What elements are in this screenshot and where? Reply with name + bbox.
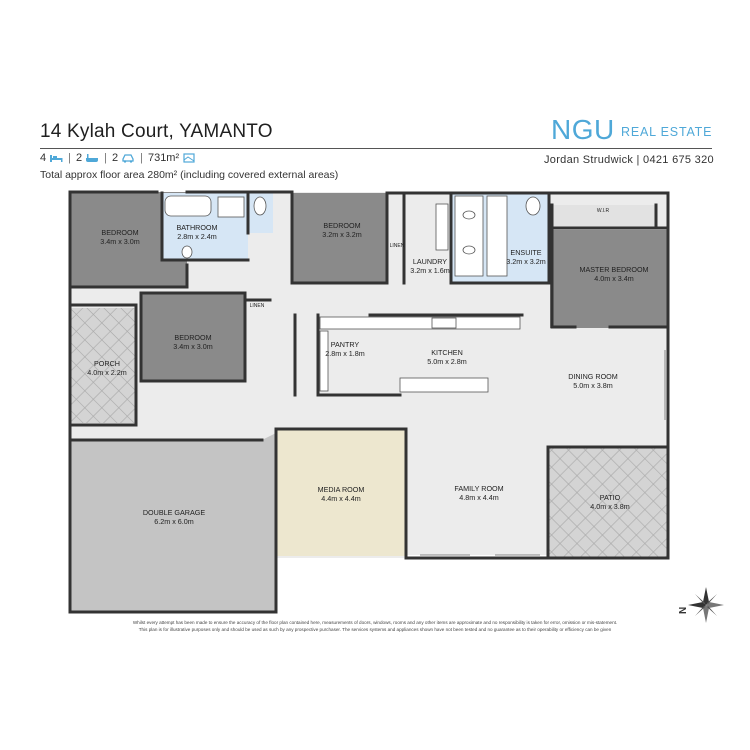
media-room-area bbox=[276, 429, 406, 556]
stats-separator: | bbox=[68, 152, 71, 164]
porch-area bbox=[70, 308, 135, 423]
toilet-fixture bbox=[181, 245, 193, 259]
toilet-fixture bbox=[253, 196, 267, 216]
car-icon bbox=[122, 154, 134, 163]
bedroom-2-area bbox=[292, 193, 387, 283]
cooktop-fixture bbox=[431, 317, 457, 329]
cars-count: 2 bbox=[111, 152, 119, 164]
bed-icon bbox=[50, 155, 63, 162]
disclaimer-line-1: Whilst every attempt has been made to en… bbox=[132, 620, 618, 625]
pantry-shelf bbox=[319, 330, 329, 392]
master-bedroom-area bbox=[550, 230, 668, 328]
disclaimer: Whilst every attempt has been made to en… bbox=[60, 620, 690, 634]
property-stats: 4 | 2 | 2 | 731m² bbox=[40, 152, 196, 164]
compass-icon: N bbox=[678, 587, 724, 623]
patio-area bbox=[548, 447, 668, 558]
land-icon bbox=[183, 153, 195, 163]
floor-area-note: Total approx floor area 280m² (including… bbox=[40, 169, 339, 181]
room-label-linen-2: LINEN bbox=[249, 302, 265, 309]
stats-separator: | bbox=[140, 152, 143, 164]
beds-count: 4 bbox=[40, 152, 47, 164]
shower-fixture bbox=[486, 195, 508, 277]
vanity-fixture bbox=[217, 196, 245, 218]
vanity-fixture bbox=[454, 195, 484, 277]
stats-separator: | bbox=[104, 152, 107, 164]
disclaimer-line-2: This plan is for illustrative purposes o… bbox=[138, 626, 612, 632]
wir-area bbox=[552, 205, 656, 227]
bath-icon bbox=[86, 154, 99, 162]
laundry-tub bbox=[435, 203, 449, 251]
kitchen-counter bbox=[319, 316, 521, 330]
garage-area bbox=[70, 433, 276, 612]
baths-count: 2 bbox=[75, 152, 83, 164]
sink-fixture bbox=[462, 245, 476, 255]
toilet-fixture bbox=[525, 196, 541, 216]
sink-fixture bbox=[462, 210, 476, 220]
property-address: 14 Kylah Court, YAMANTO bbox=[40, 121, 273, 142]
agent-contact: Jordan Strudwick | 0421 675 320 bbox=[544, 154, 714, 166]
bedroom-3-area bbox=[141, 293, 245, 381]
room-label-linen-1: LINEN bbox=[389, 242, 405, 249]
brand-logo-sub: REAL ESTATE bbox=[621, 125, 713, 139]
brand-logo-main: NGU bbox=[551, 114, 615, 145]
kitchen-island bbox=[399, 377, 489, 393]
land-size: 731m² bbox=[147, 152, 180, 164]
svg-text:N: N bbox=[678, 607, 689, 614]
header-divider bbox=[40, 148, 712, 149]
room-label-wir: W.I.R bbox=[596, 207, 610, 214]
bathtub-fixture bbox=[164, 195, 212, 217]
